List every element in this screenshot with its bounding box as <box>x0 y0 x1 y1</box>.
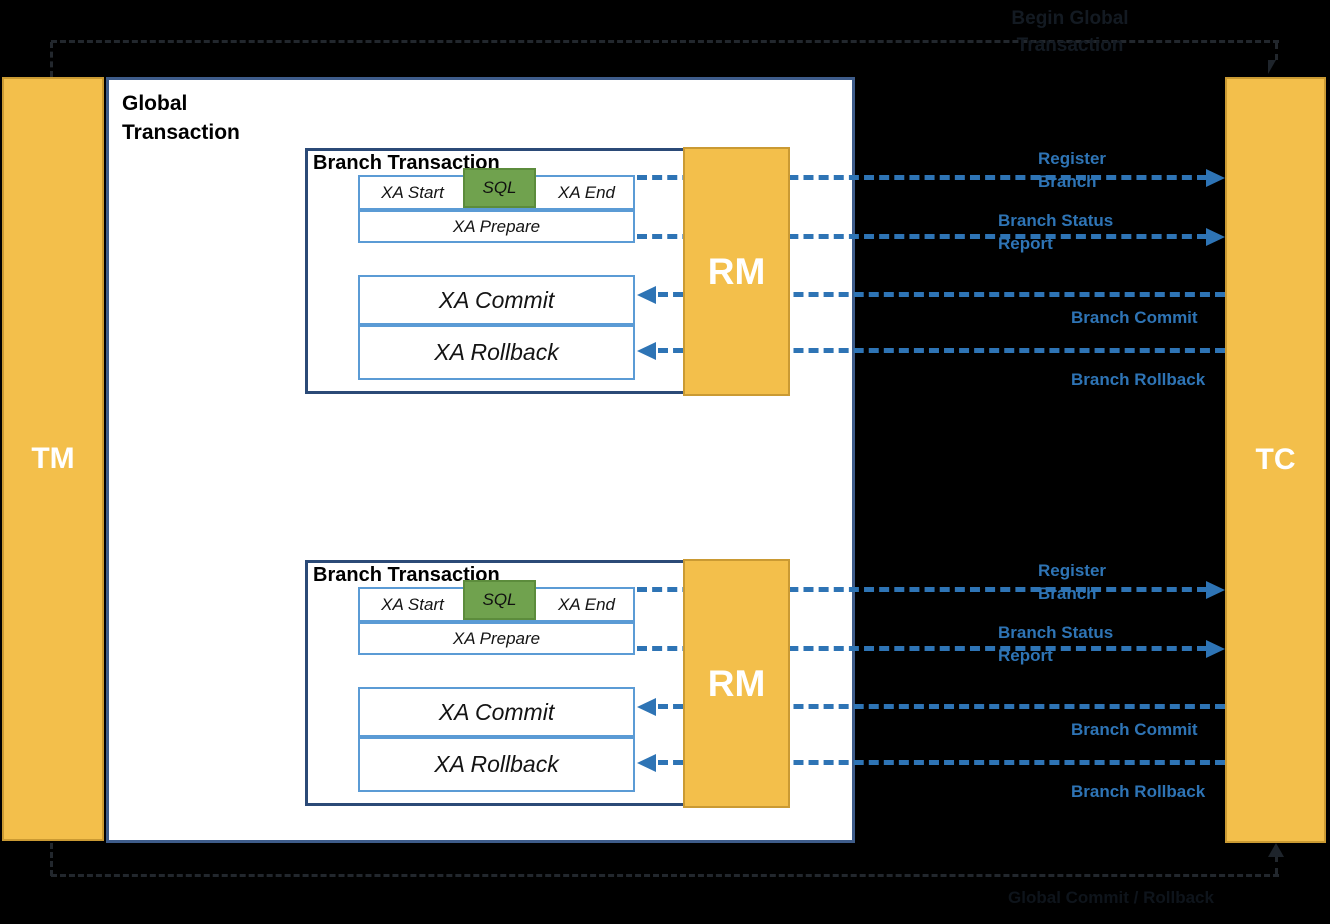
register-branch-arrow-line-1 <box>637 175 1207 180</box>
xa-end-step-2: XA End <box>557 595 616 614</box>
begin-flow-arrow-icon <box>1268 60 1276 74</box>
xa-commit-step-2: XA Commit <box>358 687 635 737</box>
branch-status-arrowhead-icon-2 <box>1206 640 1225 658</box>
register-branch-arrow-line-2 <box>637 587 1207 592</box>
branch-status-report-label-1: Branch Status Report <box>998 211 1114 253</box>
rm-label-1: RM <box>707 250 766 292</box>
sql-step-2: SQL <box>463 580 536 620</box>
xa-rollback-step-1: XA Rollback <box>358 325 635 380</box>
xa-prepare-step-1: XA Prepare <box>358 210 635 243</box>
sql-step-1: SQL <box>463 168 536 208</box>
register-branch-label-2: Register Branch <box>1038 561 1107 603</box>
branch-title-2: Branch Transaction <box>313 564 500 586</box>
branch-rollback-arrowhead-icon-2 <box>637 754 656 772</box>
branch-commit-arrow-line-2 <box>658 704 1225 709</box>
branch-status-arrow-line-1 <box>637 234 1207 239</box>
xa-end-step-1: XA End <box>557 183 616 202</box>
register-branch-arrowhead-icon-2 <box>1206 581 1225 599</box>
tc-node: TC <box>1225 77 1326 843</box>
branch-status-report-label-2: Branch Status Report <box>998 623 1114 665</box>
end-flow-line-left <box>50 843 53 876</box>
end-flow-line <box>51 874 1279 877</box>
xa-start-step-2: XA Start <box>381 595 444 614</box>
rm-node-2: RM <box>683 559 790 808</box>
register-branch-arrowhead-icon-1 <box>1206 169 1225 187</box>
xa-rollback-step-2: XA Rollback <box>358 737 635 792</box>
begin-flow-line <box>51 40 1279 43</box>
register-branch-label-1: Register Branch <box>1038 149 1107 191</box>
global-transaction-title: Global Transaction <box>122 92 240 144</box>
branch-rollback-label-2: Branch Rollback <box>1071 782 1206 801</box>
rm-label-2: RM <box>707 662 766 704</box>
branch-rollback-arrow-line-1 <box>658 348 1225 353</box>
xa-start-step-1: XA Start <box>381 183 444 202</box>
begin-flow-line-right <box>1275 43 1278 60</box>
branch-title-1: Branch Transaction <box>313 152 500 174</box>
branch-rollback-arrow-line-2 <box>658 760 1225 765</box>
tm-label: TM <box>31 442 75 475</box>
end-flow-line-right <box>1275 856 1278 874</box>
branch-commit-arrowhead-icon-1 <box>637 286 656 304</box>
branch-status-arrowhead-icon-1 <box>1206 228 1225 246</box>
branch-rollback-arrowhead-icon-1 <box>637 342 656 360</box>
begin-global-transaction-label: Begin Global Transaction <box>1011 8 1129 56</box>
branch-commit-label-1: Branch Commit <box>1071 308 1198 327</box>
global-commit-rollback-label: Global Commit / Rollback <box>1008 888 1214 907</box>
end-flow-arrow-icon <box>1268 843 1284 857</box>
branch-commit-arrowhead-icon-2 <box>637 698 656 716</box>
tc-label: TC <box>1255 443 1296 476</box>
xa-prepare-step-2: XA Prepare <box>358 622 635 655</box>
branch-status-arrow-line-2 <box>637 646 1207 651</box>
xa-commit-step-1: XA Commit <box>358 275 635 325</box>
begin-flow-line-left <box>50 42 53 77</box>
tm-node: TM <box>2 77 104 841</box>
rm-node-1: RM <box>683 147 790 396</box>
branch-rollback-label-1: Branch Rollback <box>1071 370 1206 389</box>
branch-commit-arrow-line-1 <box>658 292 1225 297</box>
branch-commit-label-2: Branch Commit <box>1071 720 1198 739</box>
